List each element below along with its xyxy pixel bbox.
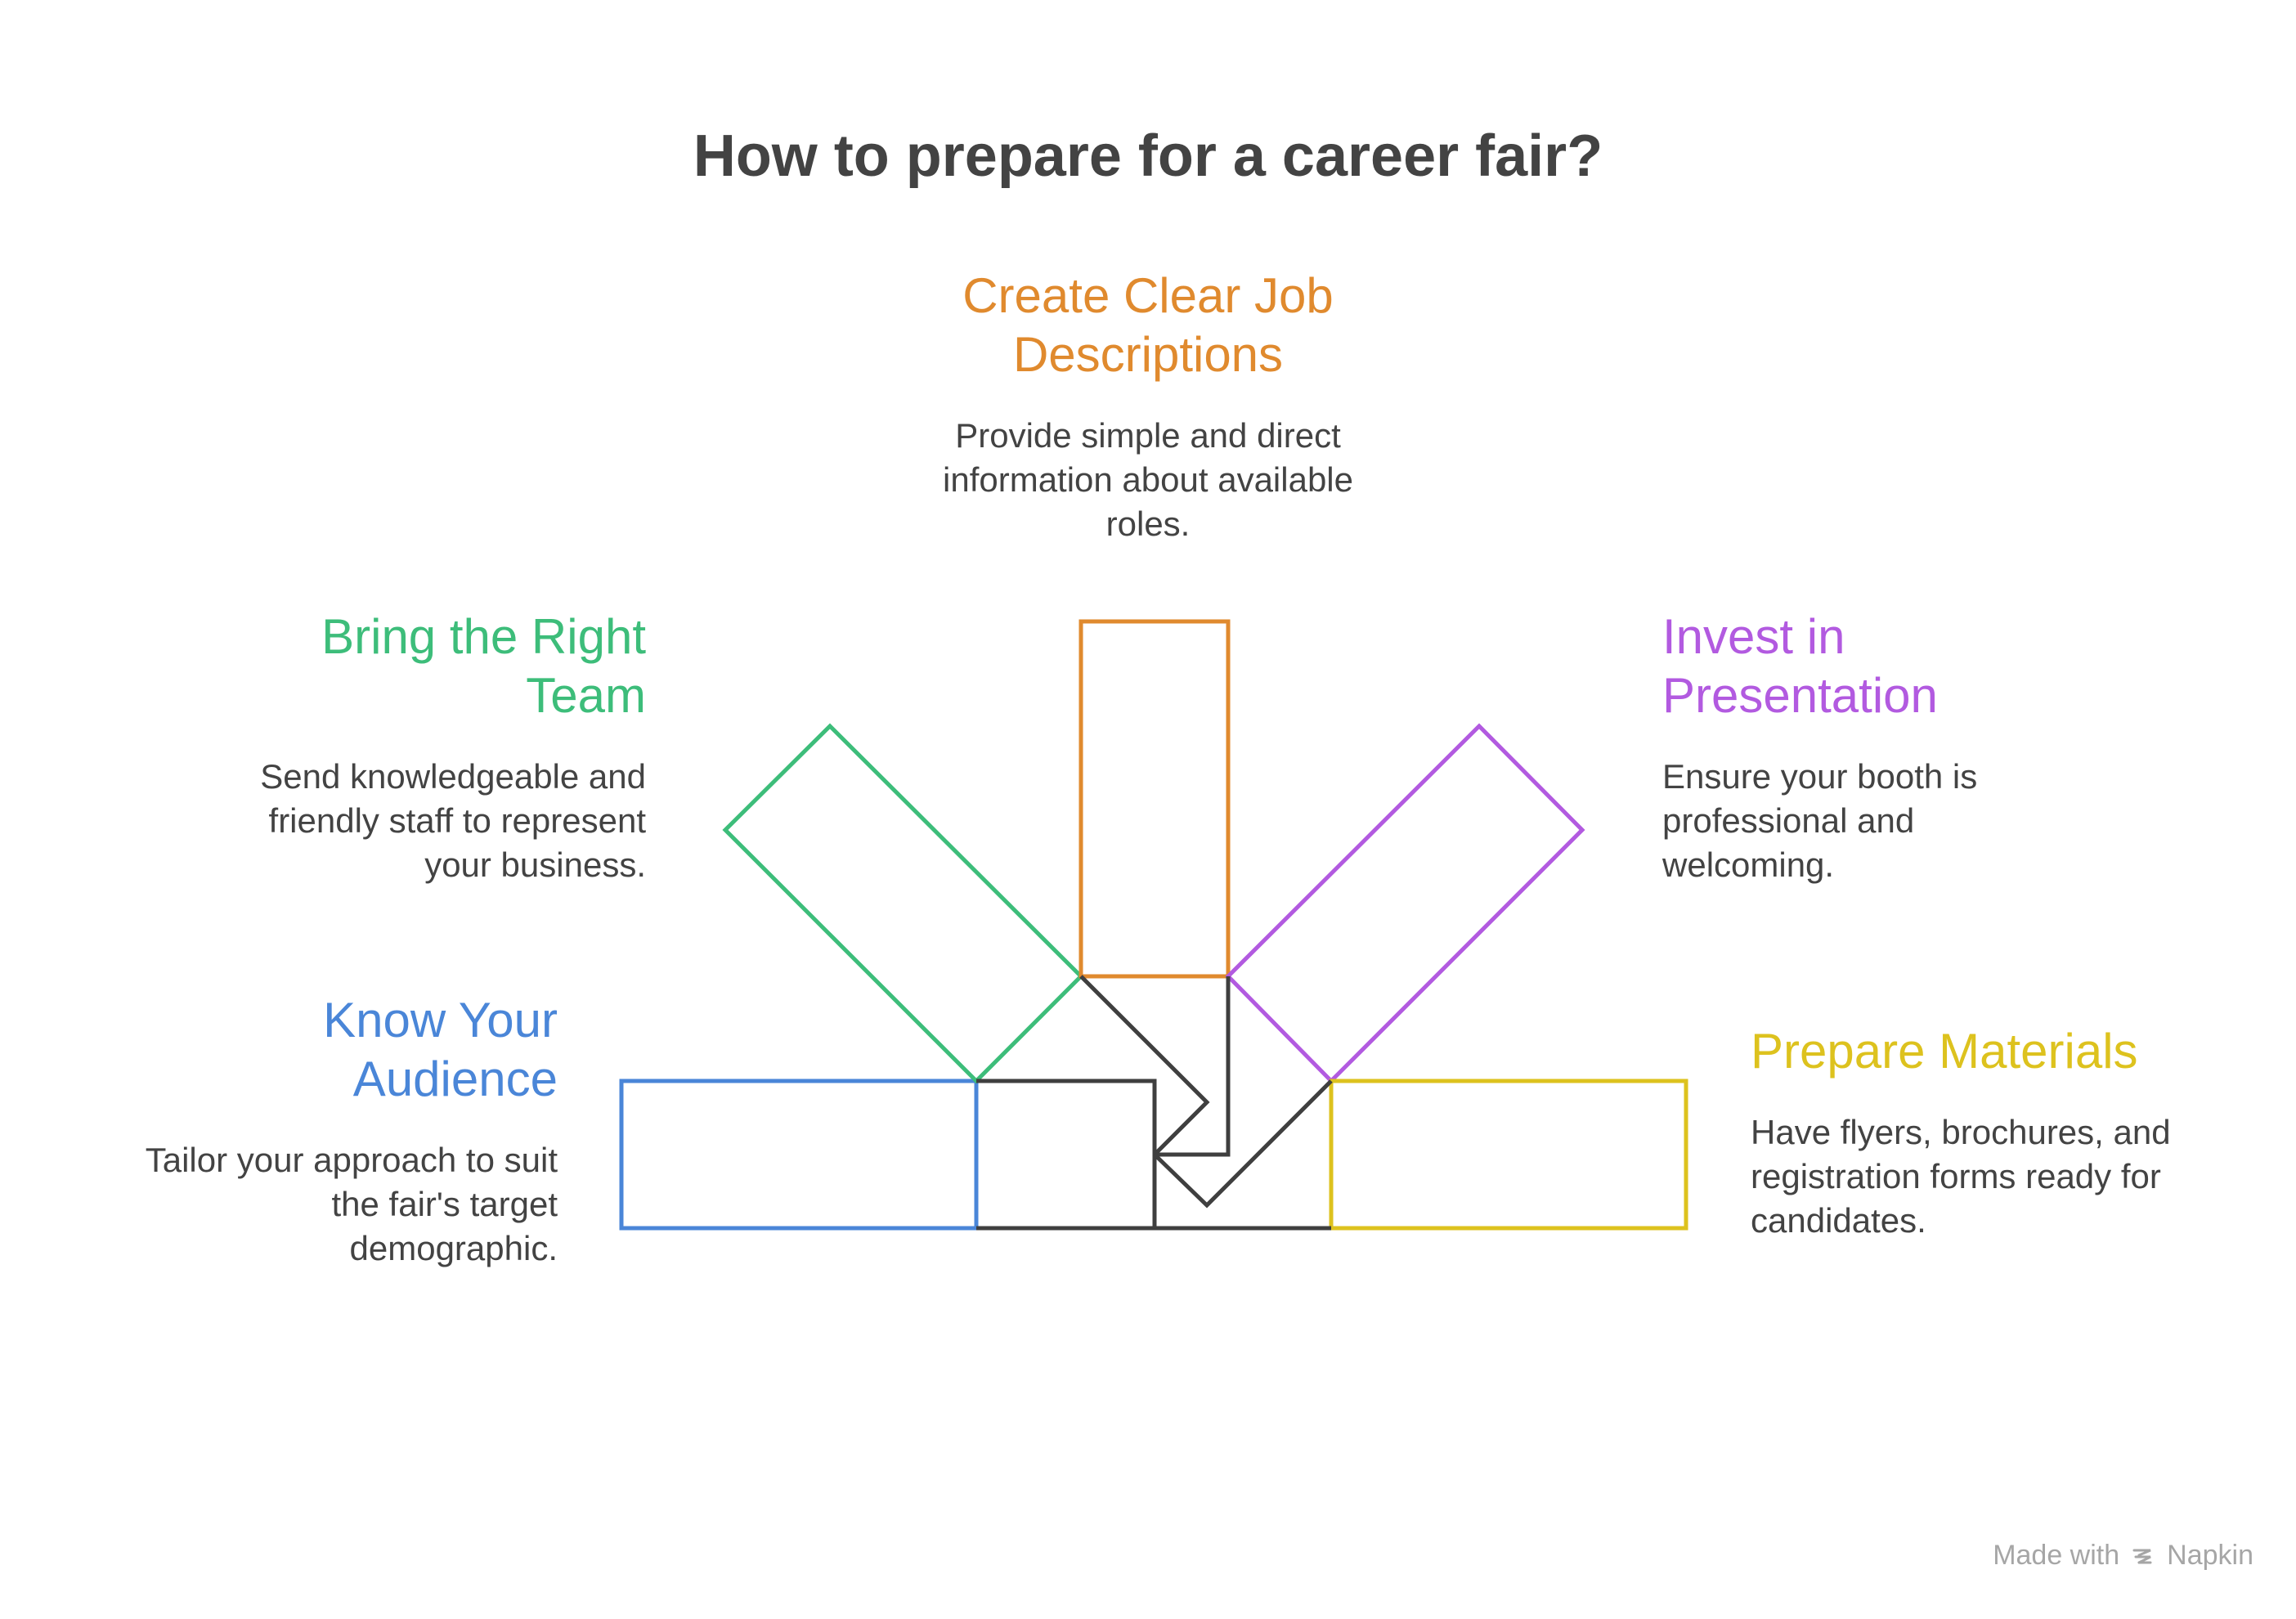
- item-create-clear-job-descriptions: Create Clear Job Descriptions Provide si…: [903, 267, 1393, 546]
- shape-invest-in-presentation: [1225, 723, 1585, 1084]
- description-invest-in-presentation: Ensure your booth is professional and we…: [1662, 757, 1978, 884]
- item-know-your-audience: Know Your Audience Tailor your approach …: [123, 991, 558, 1271]
- heading-bring-the-right-team: Bring the Right Team: [321, 609, 646, 723]
- description-prepare-materials: Have flyers, brochures, and registration…: [1751, 1113, 2171, 1240]
- napkin-logo-icon: [2131, 1544, 2155, 1568]
- item-prepare-materials: Prepare Materials Have flyers, brochures…: [1751, 1022, 2184, 1243]
- watermark: Made with Napkin: [1993, 1540, 2253, 1572]
- heading-create-clear-job-descriptions: Create Clear Job Descriptions: [962, 268, 1334, 382]
- watermark-brand: Napkin: [2167, 1540, 2253, 1571]
- item-bring-the-right-team: Bring the Right Team Send knowledgeable …: [211, 608, 646, 887]
- description-know-your-audience: Tailor your approach to suit the fair's …: [145, 1141, 558, 1267]
- page-title: How to prepare for a career fair?: [693, 123, 1603, 189]
- shape-know-your-audience: [619, 1079, 979, 1231]
- heading-know-your-audience: Know Your Audience: [323, 993, 558, 1106]
- item-invest-in-presentation: Invest in Presentation Ensure your booth…: [1662, 608, 2071, 887]
- watermark-prefix: Made with: [1993, 1540, 2120, 1571]
- heading-prepare-materials: Prepare Materials: [1751, 1024, 2138, 1079]
- heading-invest-in-presentation: Invest in Presentation: [1662, 609, 1938, 723]
- description-create-clear-job-descriptions: Provide simple and direct information ab…: [943, 416, 1353, 543]
- shape-prepare-materials: [1329, 1079, 1688, 1231]
- shape-create-clear-job-descriptions: [1078, 619, 1231, 979]
- hub-connectors: [976, 975, 1333, 1231]
- shape-bring-the-right-team: [722, 723, 1084, 1084]
- description-bring-the-right-team: Send knowledgeable and friendly staff to…: [260, 757, 646, 884]
